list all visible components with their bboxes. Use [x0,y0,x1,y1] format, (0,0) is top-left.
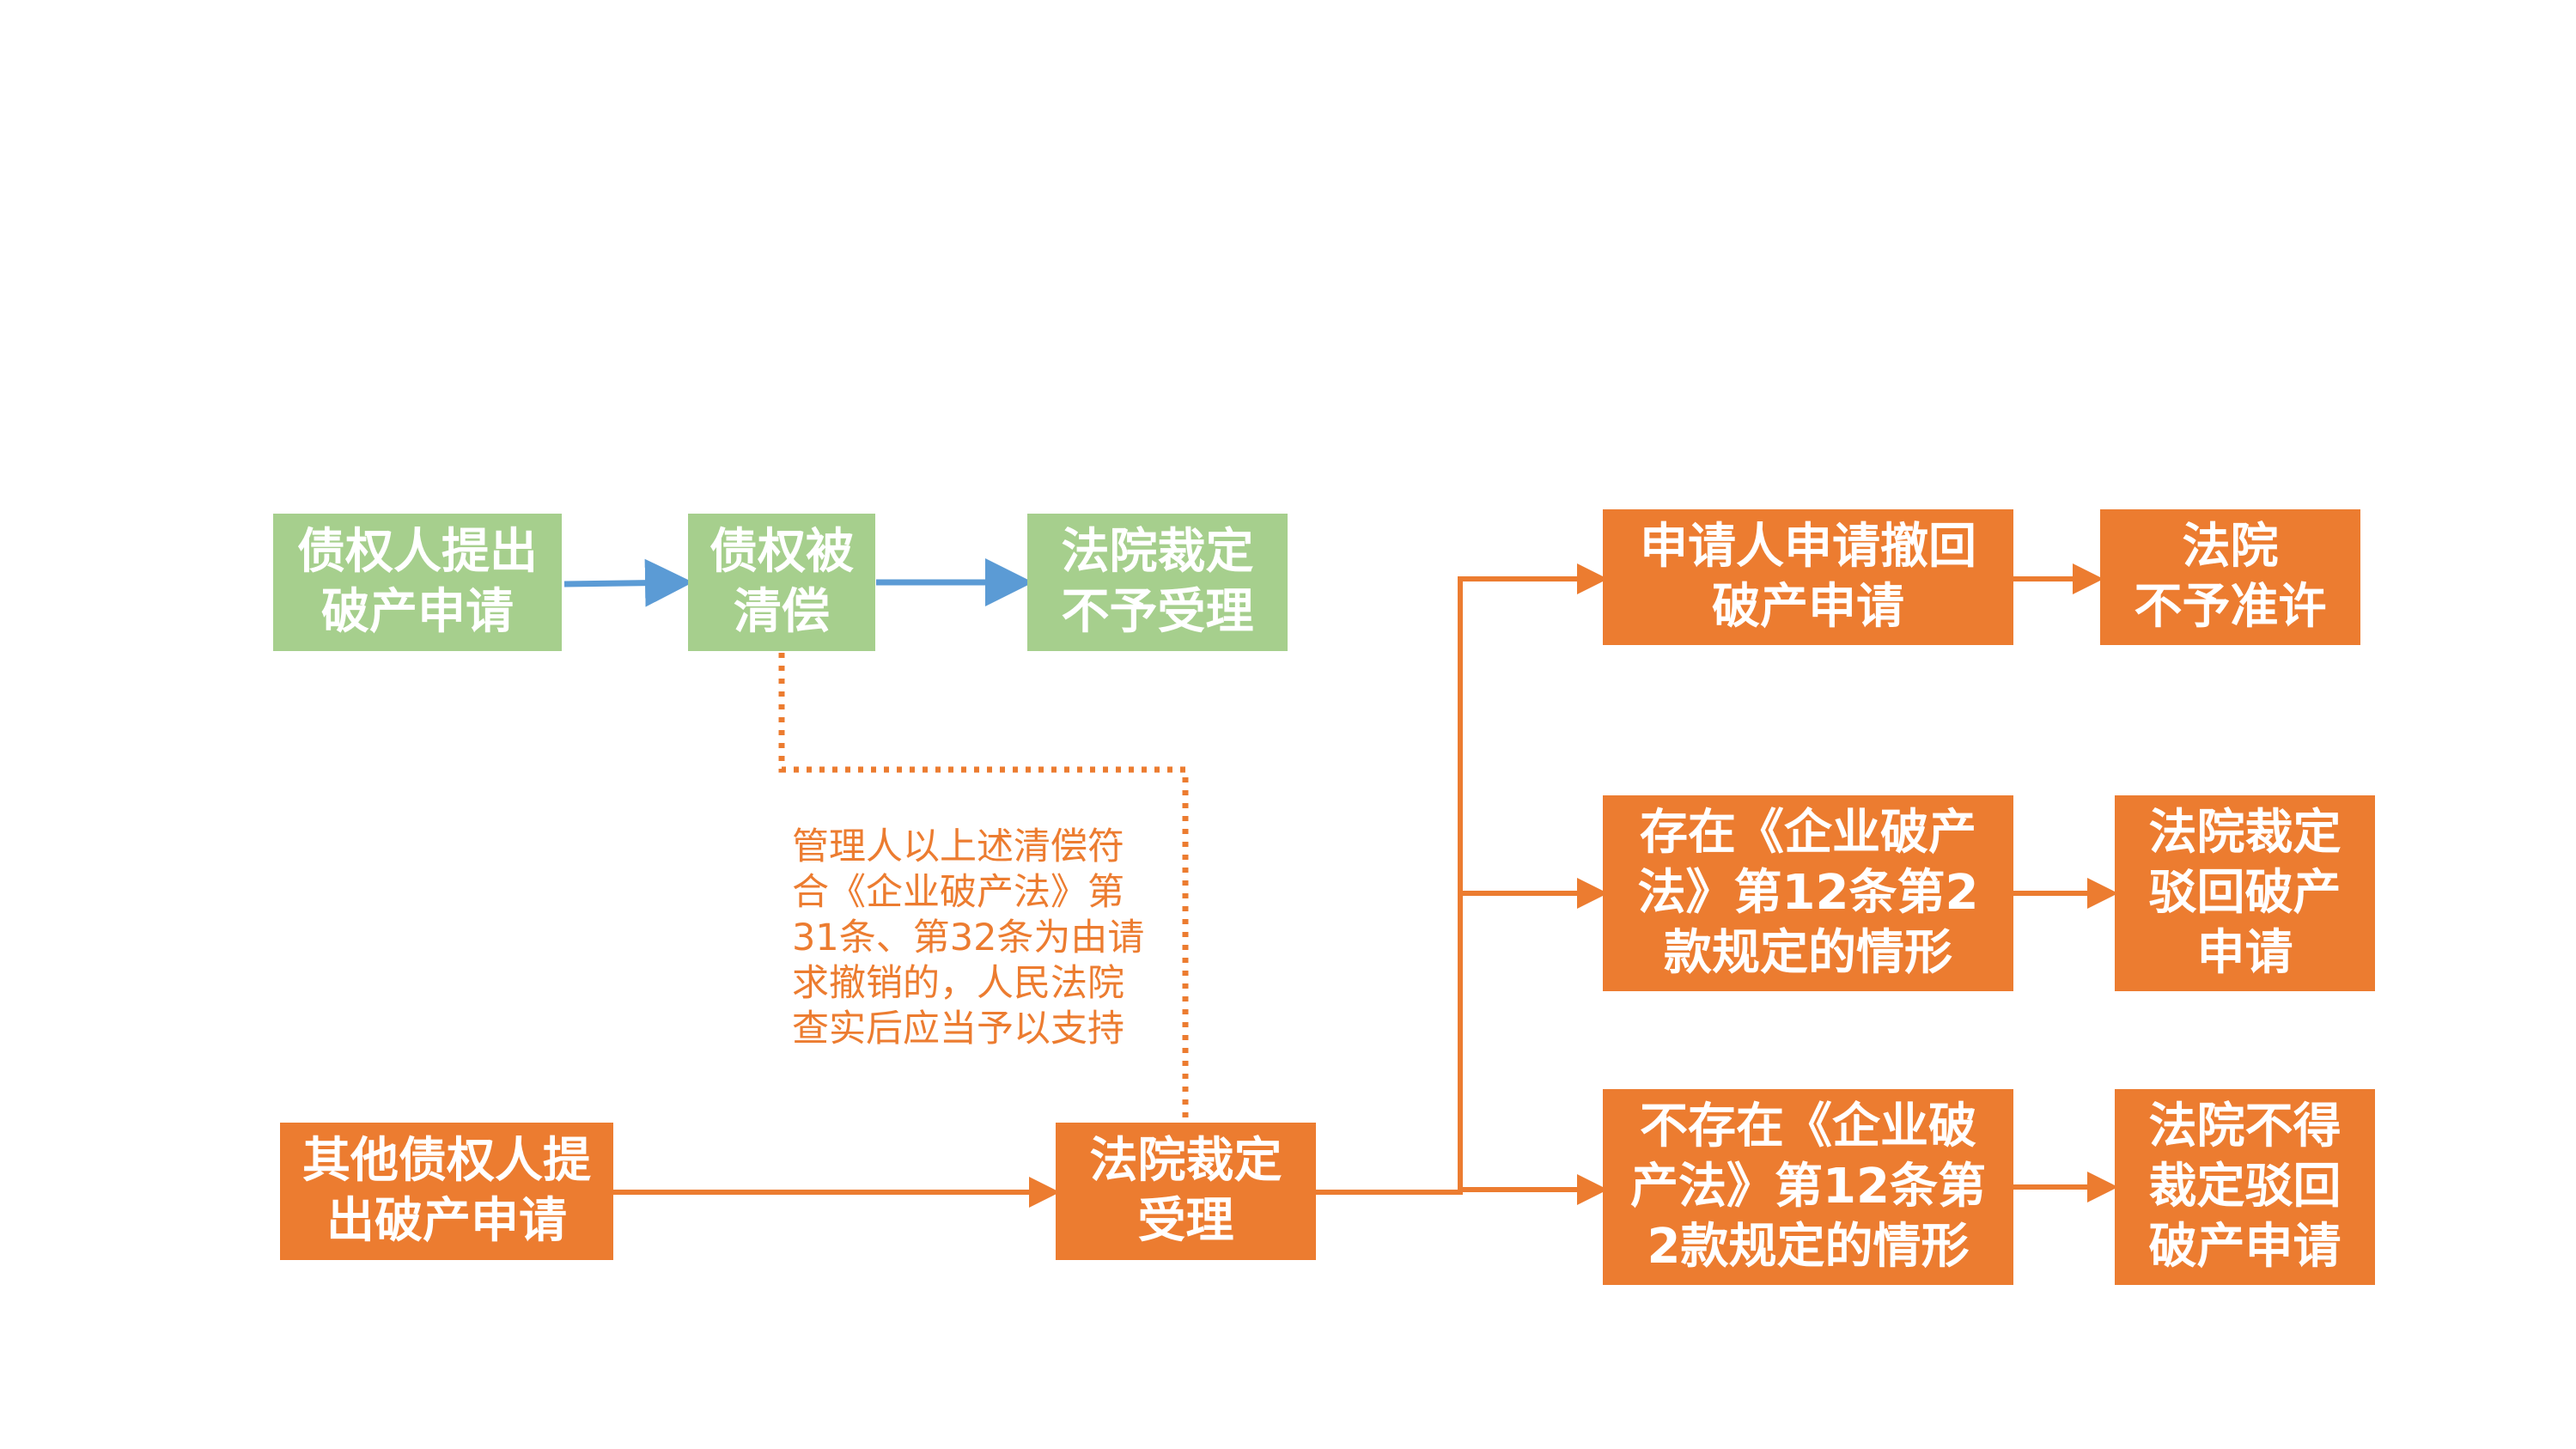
arrow-apply-to-repaid [563,558,693,607]
node-other-creditor-apply-label: 其他债权人提 出破产申请 [302,1133,591,1249]
node-applicant-withdraw: 申请人申请撤回 破产申请 [1603,509,2013,645]
dotted-link-repaid-to-accept [778,653,1189,1121]
annotation-text: 管理人以上述清偿符 合《企业破产法》第 31条、第32条为由请 求撤销的，人民法… [792,825,1145,1050]
node-court-reject-accept: 法院裁定 不予受理 [1027,514,1288,651]
node-other-creditor-apply: 其他债权人提 出破产申请 [280,1123,613,1260]
node-claim-repaid: 债权被 清偿 [688,514,875,651]
node-court-cannot-dismiss: 法院不得 裁定驳回 破产申请 [2115,1089,2375,1285]
node-art12-not-exists-label: 不存在《企业破 产法》第12条第 2款规定的情形 [1630,1099,1986,1275]
node-court-accept-label: 法院裁定 受理 [1089,1133,1282,1249]
node-art12-exists: 存在《企业破产 法》第12条第2 款规定的情形 [1603,795,2013,991]
node-claim-repaid-label: 债权被 清偿 [709,524,854,640]
node-art12-exists-label: 存在《企业破产 法》第12条第2 款规定的情形 [1637,805,1979,981]
node-court-deny-withdraw-label: 法院 不予准许 [2134,519,2327,635]
node-art12-not-exists: 不存在《企业破 产法》第12条第 2款规定的情形 [1603,1089,2013,1285]
node-court-reject-accept-label: 法院裁定 不予受理 [1061,524,1254,640]
node-applicant-withdraw-label: 申请人申请撤回 破产申请 [1640,519,1976,635]
node-court-deny-withdraw: 法院 不予准许 [2100,509,2360,645]
node-court-dismiss: 法院裁定 驳回破产 申请 [2115,795,2375,991]
node-creditor-apply-label: 债权人提出 破产申请 [297,524,538,640]
node-court-cannot-dismiss-label: 法院不得 裁定驳回 破产申请 [2148,1099,2342,1275]
node-court-dismiss-label: 法院裁定 驳回破产 申请 [2148,805,2342,981]
node-court-accept: 法院裁定 受理 [1056,1123,1316,1260]
node-creditor-apply: 债权人提出 破产申请 [273,514,562,651]
